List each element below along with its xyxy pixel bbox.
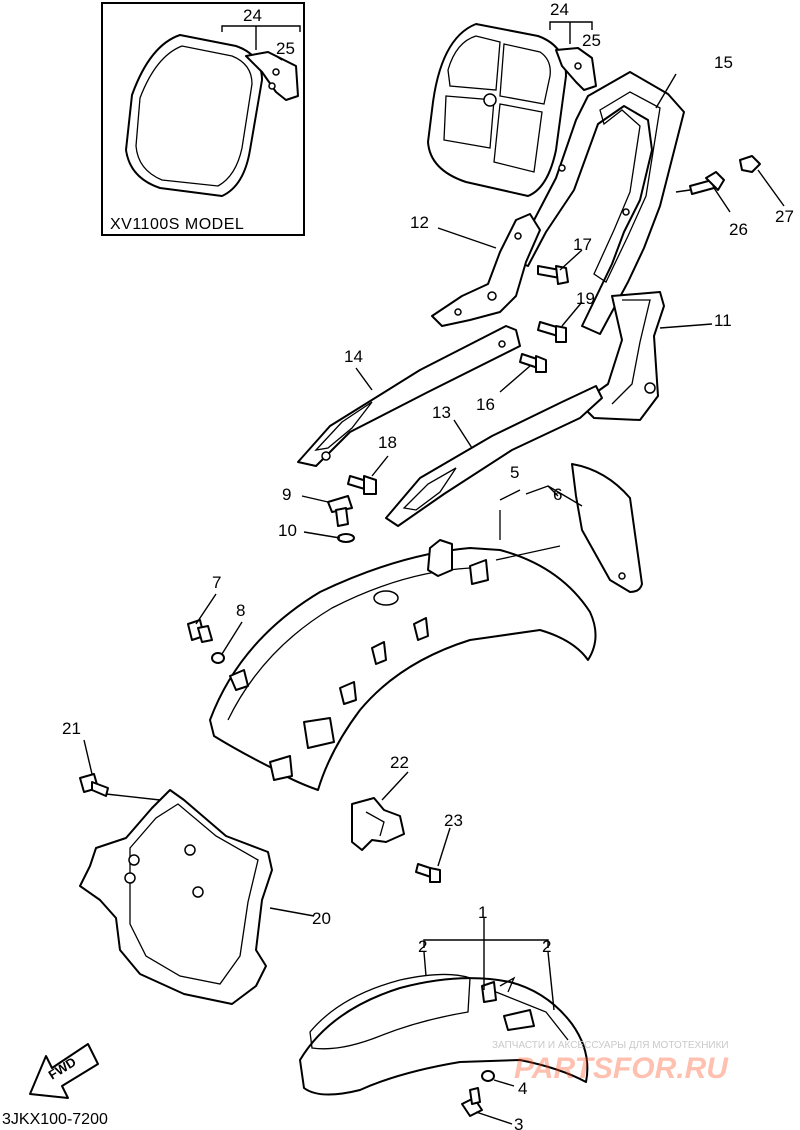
- watermark-brand: PARTSFOR.RU: [514, 1052, 729, 1085]
- callout-25: 25: [276, 39, 295, 58]
- bolt-16: [519, 353, 547, 373]
- front-fender: [299, 973, 589, 1096]
- bolt-19: [537, 321, 567, 343]
- grab-bar-right: [385, 385, 603, 527]
- inset-box: [101, 2, 305, 236]
- callout-11: 11: [714, 311, 732, 330]
- washer-4: [481, 1070, 495, 1082]
- bolt-3: [461, 1087, 483, 1117]
- bolt-26: [675, 171, 725, 195]
- callout-23: 23: [444, 811, 463, 830]
- callout-2: 2: [542, 937, 551, 956]
- bolt-21: [79, 773, 109, 797]
- bolt-27: [739, 155, 761, 173]
- callout-2: 2: [418, 937, 427, 956]
- callout-6: 6: [553, 485, 562, 504]
- callout-3: 3: [514, 1115, 523, 1130]
- callout-12: 12: [410, 213, 429, 232]
- callout-19: 19: [576, 289, 595, 308]
- watermark: ЗАПЧАСТИ И АКСЕССУАРЫ ДЛЯ МОТОТЕХНИКИ PA…: [492, 1040, 729, 1085]
- bolt-7: [187, 619, 213, 643]
- bolt-18: [347, 475, 377, 495]
- washer-8: [211, 652, 225, 664]
- fwd-arrow-icon: FWD: [29, 1043, 99, 1099]
- bolt-17: [537, 265, 569, 285]
- callout-1: 1: [478, 903, 487, 922]
- backrest-pad: [427, 23, 567, 197]
- callout-17: 17: [573, 235, 592, 254]
- callout-20: 20: [312, 909, 331, 928]
- callout-4: 4: [518, 1079, 527, 1098]
- cover-panel-6: [571, 463, 643, 593]
- bracket-inset: [245, 51, 299, 101]
- callout-24: 24: [550, 0, 569, 19]
- callout-15: 15: [714, 53, 733, 72]
- callout-26: 26: [729, 220, 748, 239]
- diagram-code: 3JKX100-7200: [2, 1111, 108, 1128]
- callout-8: 8: [236, 601, 245, 620]
- inset-model-label: XV1100S MODEL: [110, 216, 244, 233]
- callout-27: 27: [775, 207, 794, 226]
- callout-7: 7: [212, 573, 221, 592]
- side-bracket: [579, 291, 665, 421]
- clamp-22: [351, 797, 405, 851]
- callout-10: 10: [278, 521, 297, 540]
- callout-21: 21: [62, 719, 81, 738]
- callout-22: 22: [390, 753, 409, 772]
- callout-9: 9: [282, 485, 291, 504]
- callout-18: 18: [378, 433, 397, 452]
- callout-14: 14: [344, 347, 363, 366]
- seat-bracket: [431, 213, 541, 327]
- callout-numbers: 24 25 24 25 15 27 26 12 17 19 11 14 16 1…: [62, 0, 794, 1130]
- washer-10: [337, 533, 355, 543]
- inner-fender: [79, 789, 273, 1005]
- grab-bar-left: [297, 325, 521, 467]
- backrest-pad-inset: [125, 34, 263, 197]
- backrest-bracket: [555, 47, 597, 91]
- rear-fender: [209, 539, 597, 791]
- bolt-9: [327, 495, 353, 527]
- callout-5: 5: [510, 463, 519, 482]
- callout-16: 16: [476, 395, 495, 414]
- callout-24: 24: [243, 6, 262, 25]
- screw-23: [415, 863, 441, 883]
- watermark-tagline: ЗАПЧАСТИ И АКСЕССУАРЫ ДЛЯ МОТОТЕХНИКИ: [492, 1040, 729, 1051]
- leader-lines: [83, 73, 785, 1125]
- callout-25: 25: [582, 31, 601, 50]
- callout-13: 13: [432, 403, 451, 422]
